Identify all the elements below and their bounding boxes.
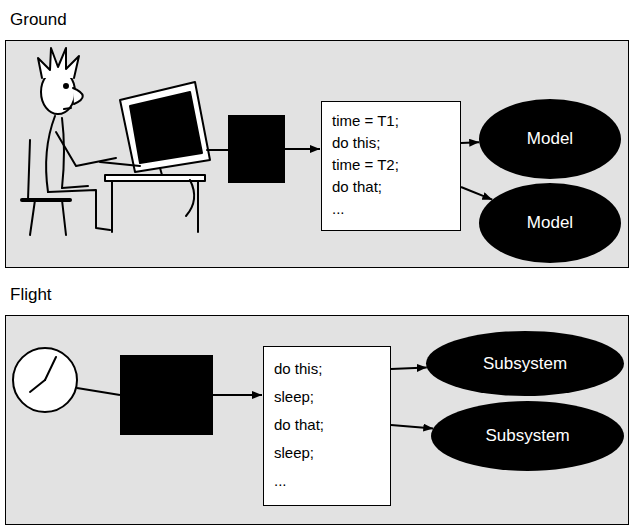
ellipse-label: Subsystem <box>485 426 569 446</box>
section-panel: Flightdo this; sleep; do that; sleep; ..… <box>5 315 629 525</box>
ellipse-fill <box>479 183 621 263</box>
code-listing-box: time = T1; do this; time = T2; do that; … <box>321 101 461 231</box>
arrow-connector <box>391 425 433 428</box>
wire <box>77 388 120 395</box>
clock-symbol <box>13 348 77 412</box>
black-ellipse: Model <box>479 183 621 263</box>
code-listing-box: do this; sleep; do that; sleep; ... <box>263 346 391 506</box>
code-line: ... <box>332 198 399 220</box>
ellipse-label: Model <box>527 213 573 233</box>
ellipse-label: Subsystem <box>483 354 567 374</box>
code-text: do this; sleep; do that; sleep; ... <box>274 355 324 495</box>
ellipse-fill <box>431 401 624 471</box>
ellipse-label: Model <box>527 129 573 149</box>
arrow-connector <box>391 368 427 369</box>
code-line: sleep; <box>274 439 324 467</box>
section-panel: Groundtime = T1; do this; time = T2; do … <box>5 40 629 268</box>
code-text: time = T1; do this; time = T2; do that; … <box>332 110 399 220</box>
code-line: sleep; <box>274 383 324 411</box>
arrow <box>285 148 320 150</box>
black-box <box>120 355 213 435</box>
panel-heading: Flight <box>10 285 52 305</box>
code-line: do this; <box>274 355 324 383</box>
panel-ground-fill <box>5 315 629 525</box>
ellipse-fill <box>426 331 624 396</box>
panel-heading: Ground <box>10 10 67 30</box>
black-ellipse: Subsystem <box>431 401 624 471</box>
black-ellipse: Model <box>479 99 621 179</box>
black-ellipse: Subsystem <box>426 331 624 396</box>
code-line: do this; <box>332 132 399 154</box>
black-box <box>228 115 285 183</box>
panel-ground-fill <box>5 40 629 268</box>
code-line: do that; <box>274 411 324 439</box>
code-line: do that; <box>332 176 399 198</box>
code-line: time = T1; <box>332 110 399 132</box>
code-line: ... <box>274 467 324 495</box>
arrow-connector <box>461 187 492 200</box>
person-at-computer <box>22 48 228 235</box>
arrow <box>213 394 262 396</box>
code-line: time = T2; <box>332 154 399 176</box>
arrow-connector <box>461 141 479 144</box>
ellipse-fill <box>479 99 621 179</box>
